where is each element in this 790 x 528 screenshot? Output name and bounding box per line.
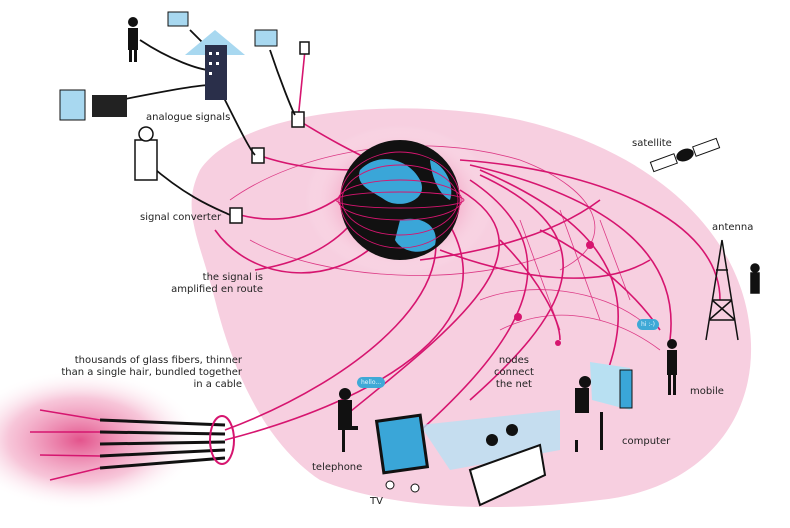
- mobile-user-icon: [667, 339, 677, 395]
- analogue-devices: [59, 11, 278, 181]
- signal-converters: [229, 41, 310, 224]
- label-signal-converter: signal converter: [140, 212, 222, 223]
- antenna-icon: [705, 239, 760, 341]
- speech-bubble-mobile: hi :-): [637, 319, 659, 330]
- satellite-icon: [649, 137, 721, 173]
- label-telephone: telephone: [312, 462, 363, 473]
- label-amplified-line2: amplified en route: [171, 284, 263, 295]
- computer-user-icon: [575, 362, 633, 452]
- label-computer: computer: [622, 436, 671, 447]
- label-fibers-line1: thousands of glass fibers, thinner: [74, 355, 242, 366]
- building-icon: [185, 30, 245, 100]
- fiber-cable: [99, 418, 226, 470]
- label-antenna: antenna: [712, 222, 754, 233]
- globe-icon: [335, 140, 465, 260]
- label-amplified-line1: the signal is: [202, 272, 263, 283]
- label-mobile: mobile: [690, 386, 724, 397]
- label-amplified: the signal is amplified en route: [171, 272, 263, 296]
- label-nodes-line2: connect: [494, 367, 534, 378]
- cable-glow: [0, 370, 200, 510]
- tv-viewers-icon: [374, 410, 560, 507]
- speech-bubble-telephone: hello...: [357, 377, 386, 388]
- label-nodes-line3: the net: [495, 379, 532, 390]
- label-tv: TV: [370, 496, 383, 507]
- label-satellite: satellite: [632, 138, 672, 149]
- label-fibers-line3: in a cable: [193, 379, 242, 390]
- label-analogue-signals: analogue signals: [146, 112, 231, 123]
- label-fibers-line2: than a single hair, bundled together: [61, 367, 242, 378]
- nodes: [514, 241, 594, 346]
- telephone-user-icon: [338, 388, 358, 452]
- label-glass-fibers: thousands of glass fibers, thinner than …: [61, 355, 242, 391]
- label-nodes: nodes connect the net: [494, 355, 534, 391]
- label-nodes-line1: nodes: [498, 355, 530, 366]
